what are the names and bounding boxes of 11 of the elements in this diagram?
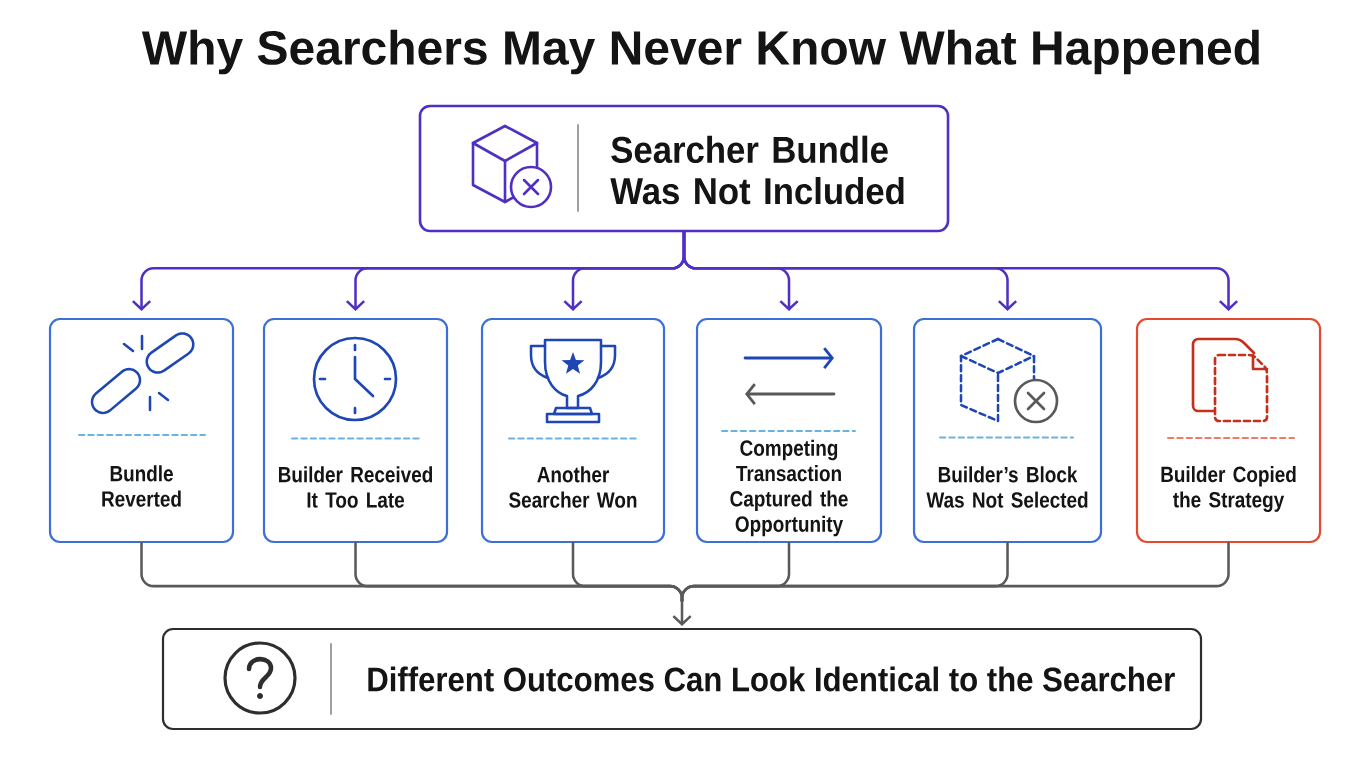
outcome-box: Builder’s Block Was Not Selected [912,317,1103,544]
summary-box: Different Outcomes Can Look Identical to the Searcher [161,627,1203,731]
outcome-box: Competing Transaction Captured the Opportunity [695,317,883,544]
outcome-box: Builder Received It Too Late [262,317,449,544]
arrow [672,598,692,626]
outcome-box: Another Searcher Won [480,317,666,544]
outcome-box: Bundle Reverted [48,317,235,544]
header-box: Searcher Bundle Was Not Included [418,104,950,233]
title: Why Searchers May Never Know What Happened [141,29,1259,75]
arrow [682,231,1239,311]
outcome-box: Builder Copied the Strategy [1135,317,1322,544]
